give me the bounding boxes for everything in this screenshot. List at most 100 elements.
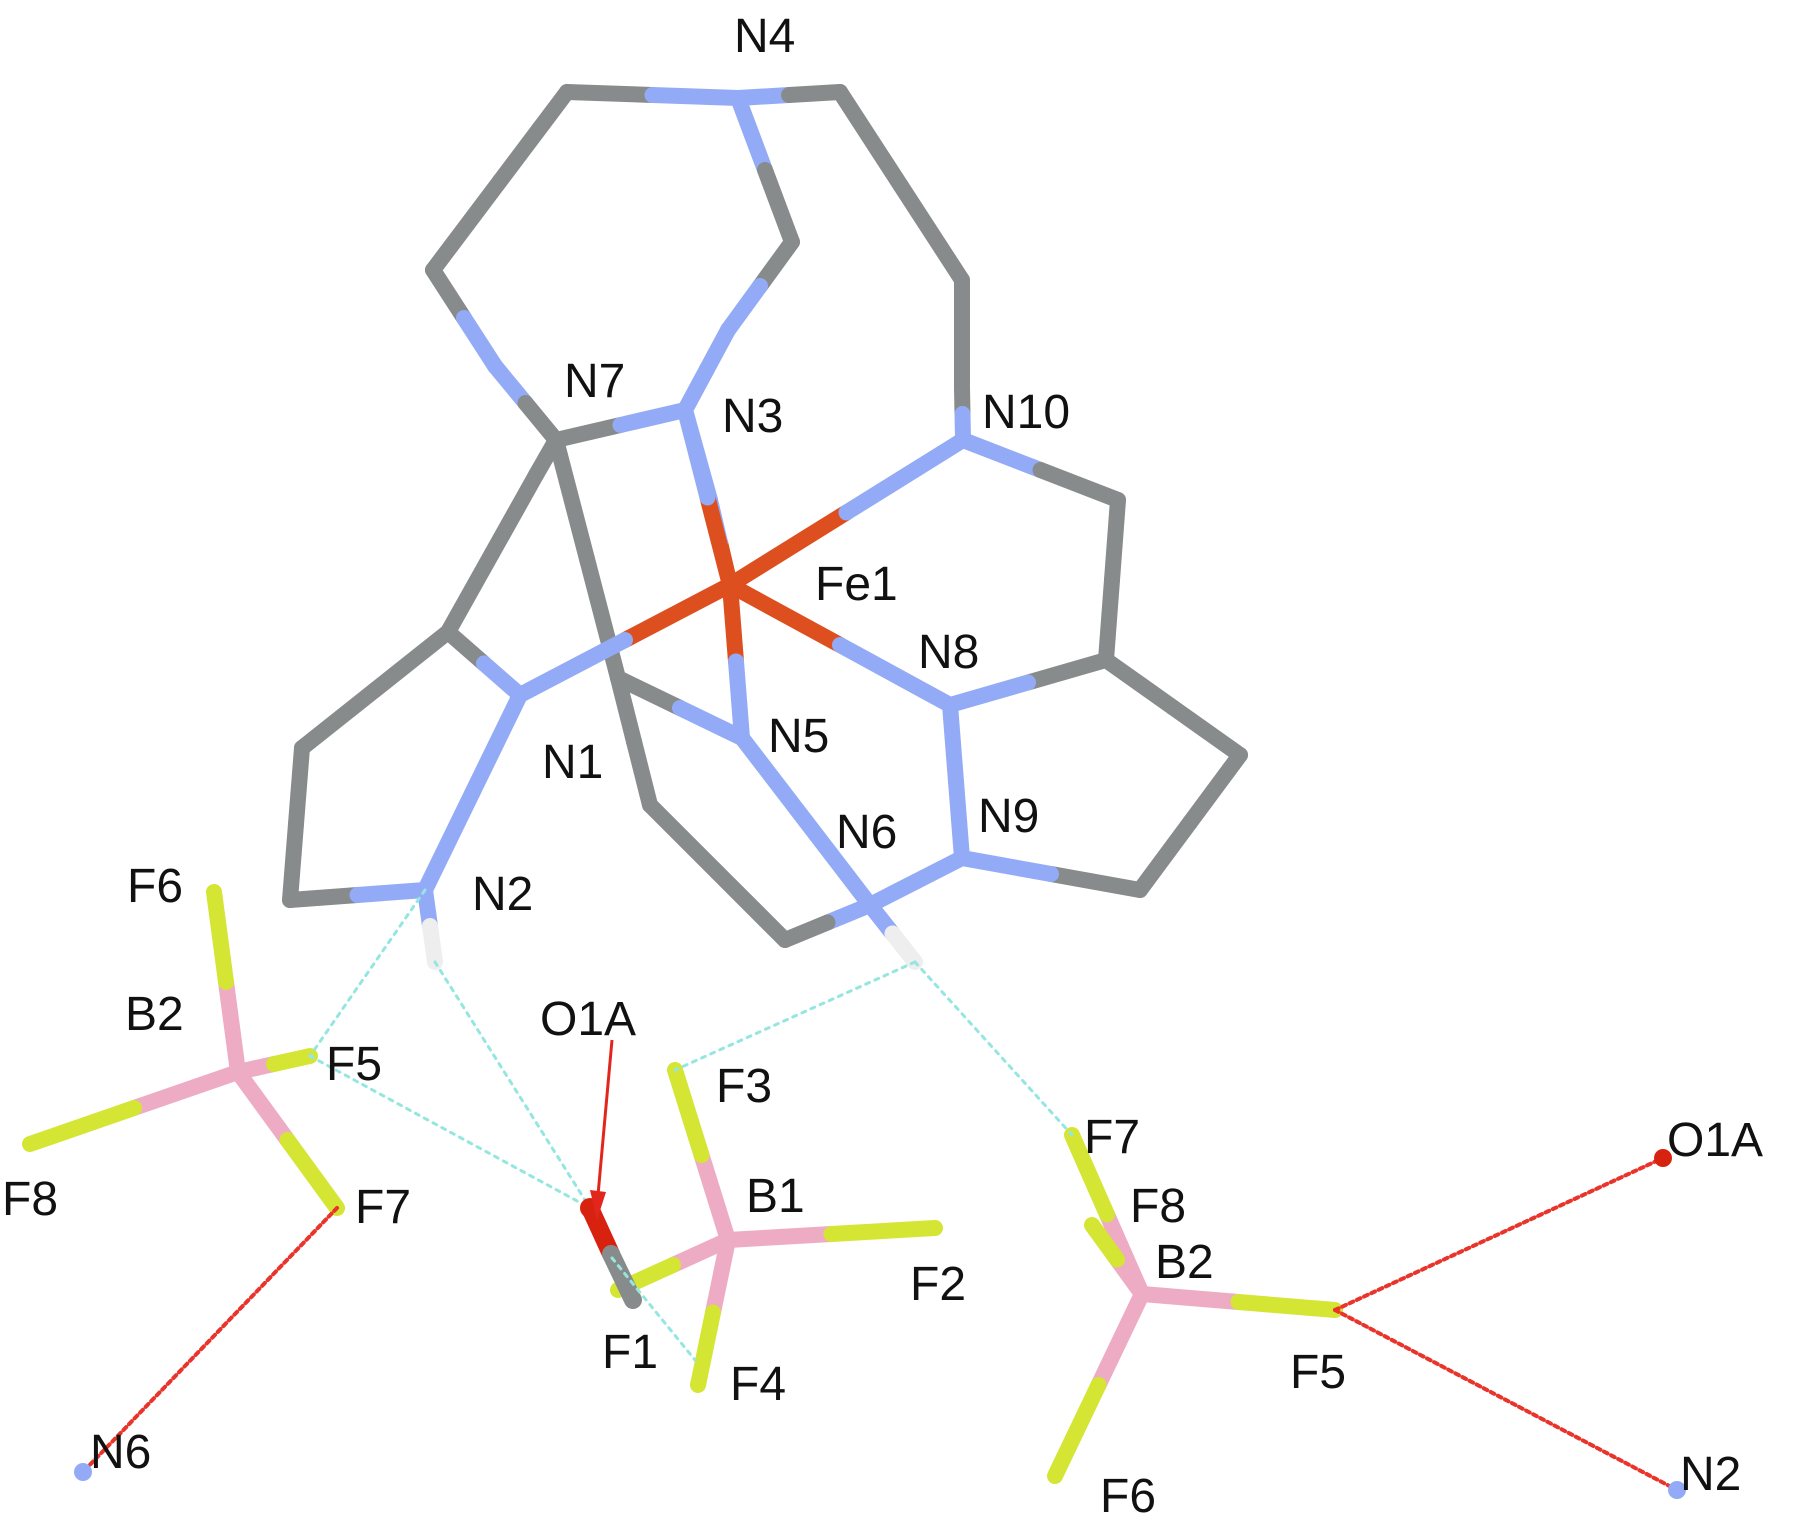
bond-14-half-a xyxy=(1104,492,1126,588)
atoms-layer xyxy=(74,1149,1686,1499)
hydrogen-bond-4 xyxy=(913,960,1074,1137)
hydrogen-bond-1 xyxy=(433,960,592,1210)
bond-3-half-b xyxy=(456,310,503,374)
nh-bond-n2-half-b xyxy=(422,918,443,970)
label-o1a-right: O1A xyxy=(1667,1114,1763,1167)
atom-o1a-right xyxy=(1654,1149,1672,1167)
bond-13-half-b xyxy=(1032,462,1126,508)
label-n7: N7 xyxy=(564,355,625,408)
fe-bond-5-half-b xyxy=(838,432,971,521)
bond-17-half-b xyxy=(1132,814,1198,898)
bond-1-half-b xyxy=(781,84,848,103)
label-b2-right: B2 xyxy=(1155,1236,1214,1289)
bf-bond-10-half-b xyxy=(1230,1294,1343,1318)
bond-32-half-a xyxy=(610,670,642,750)
bond-25-half-a xyxy=(367,624,456,698)
bond-8-half-a xyxy=(832,84,909,194)
bond-26-half-b xyxy=(282,816,304,908)
fe-bond-3-half-b xyxy=(677,402,716,506)
bond-16-half-a xyxy=(1098,652,1181,716)
fe-bond-4-half-a xyxy=(722,577,848,653)
bond-16-half-b xyxy=(1165,699,1248,763)
bond-18-half-b xyxy=(954,850,1059,882)
bond-27-half-a xyxy=(282,887,366,908)
bf-bond-5-half-a xyxy=(720,1226,840,1248)
label-f4: F4 xyxy=(730,1358,786,1411)
bond-32-half-b xyxy=(626,733,658,813)
label-f7-left: F7 xyxy=(355,1181,411,1234)
nh-bond-n6-half-b xyxy=(884,925,923,970)
bond-19-half-a xyxy=(948,773,970,866)
label-n5: N5 xyxy=(768,710,829,763)
bf-bond-9-half-b xyxy=(1084,1217,1125,1268)
hydrogen-bond-3 xyxy=(673,960,917,1072)
label-n1: N1 xyxy=(542,736,603,789)
bond-5-half-a xyxy=(730,90,773,178)
fe-bond-2-half-a xyxy=(722,577,744,670)
bf-bond-0-half-b xyxy=(206,884,234,990)
contact-line-1 xyxy=(1333,1156,1665,1312)
atom-n6-lower-left xyxy=(74,1463,92,1481)
fe-bond-5-half-a xyxy=(722,504,855,593)
bond-33-half-b xyxy=(709,864,793,948)
bond-15-half-b xyxy=(942,674,1036,713)
label-f5-left: F5 xyxy=(326,1038,382,1091)
bf-bond-5-half-b xyxy=(823,1220,943,1242)
bond-31-half-b xyxy=(798,813,878,913)
label-f8-left: F8 xyxy=(2,1173,58,1226)
bond-14-half-b xyxy=(1098,572,1120,668)
bf-bond-2-half-b xyxy=(22,1100,142,1152)
label-b1: B1 xyxy=(746,1170,805,1223)
bond-6-half-a xyxy=(752,234,800,294)
label-o1a-center: O1A xyxy=(540,993,636,1046)
label-n4: N4 xyxy=(734,10,795,63)
bond-31-half-a xyxy=(734,730,814,830)
label-n2: N2 xyxy=(472,868,533,921)
bond-5-half-b xyxy=(757,162,800,250)
bond-23-half-b xyxy=(440,545,500,640)
bond-29-half-a xyxy=(548,432,595,567)
bond-11-half-b xyxy=(612,402,693,433)
bf-bond-3-half-a xyxy=(230,1064,296,1148)
label-f6-right: F6 xyxy=(1100,1470,1156,1521)
bf-bond-2-half-a xyxy=(126,1064,246,1116)
label-n9: N9 xyxy=(978,790,1039,843)
label-f3: F3 xyxy=(716,1060,772,1113)
bond-2-half-b xyxy=(425,173,508,278)
bonds-layer xyxy=(22,84,1343,1484)
bond-0-half-b xyxy=(644,87,746,106)
bf-bond-8-half-b xyxy=(1064,1127,1115,1223)
arrow-to-o1a xyxy=(590,1039,614,1220)
bond-2-half-a xyxy=(492,84,575,189)
hydrogen-bond-5 xyxy=(610,1256,697,1362)
contact-line-2 xyxy=(1333,1308,1679,1492)
bond-15-half-a xyxy=(1020,652,1114,691)
bf-bond-7-half-a xyxy=(705,1232,736,1321)
bond-28-half-b xyxy=(464,687,528,801)
label-n6-lower-left: N6 xyxy=(90,1426,151,1479)
bf-bond-11-half-b xyxy=(1047,1377,1107,1484)
atom-labels: N4 N7 N3 N10 Fe1 N8 N1 N5 N9 N6 N2 F6 B2… xyxy=(2,10,1763,1521)
bond-17-half-a xyxy=(1182,747,1248,831)
bond-0-half-a xyxy=(559,84,661,103)
label-n10: N10 xyxy=(982,386,1070,439)
bond-33-half-a xyxy=(642,797,726,881)
bond-30-half-b xyxy=(672,700,750,746)
label-f7-right: F7 xyxy=(1084,1111,1140,1164)
bf-bond-7-half-b xyxy=(690,1304,721,1393)
bond-20-half-b xyxy=(862,873,924,913)
label-n3: N3 xyxy=(722,390,783,443)
bond-3-half-a xyxy=(425,262,472,326)
fe-bond-4-half-b xyxy=(832,637,958,713)
bf-bond-6-half-a xyxy=(665,1232,736,1273)
bond-6-half-b xyxy=(720,278,768,338)
bond-18-half-a xyxy=(1043,866,1148,898)
bond-27-half-b xyxy=(349,882,433,903)
fe-bond-0-half-a xyxy=(617,577,738,648)
fe-bond-3-half-a xyxy=(699,489,738,593)
label-n8: N8 xyxy=(918,626,979,679)
fe-bond-0-half-b xyxy=(512,632,633,703)
bond-26-half-a xyxy=(288,740,310,832)
label-f2: F2 xyxy=(910,1258,966,1311)
